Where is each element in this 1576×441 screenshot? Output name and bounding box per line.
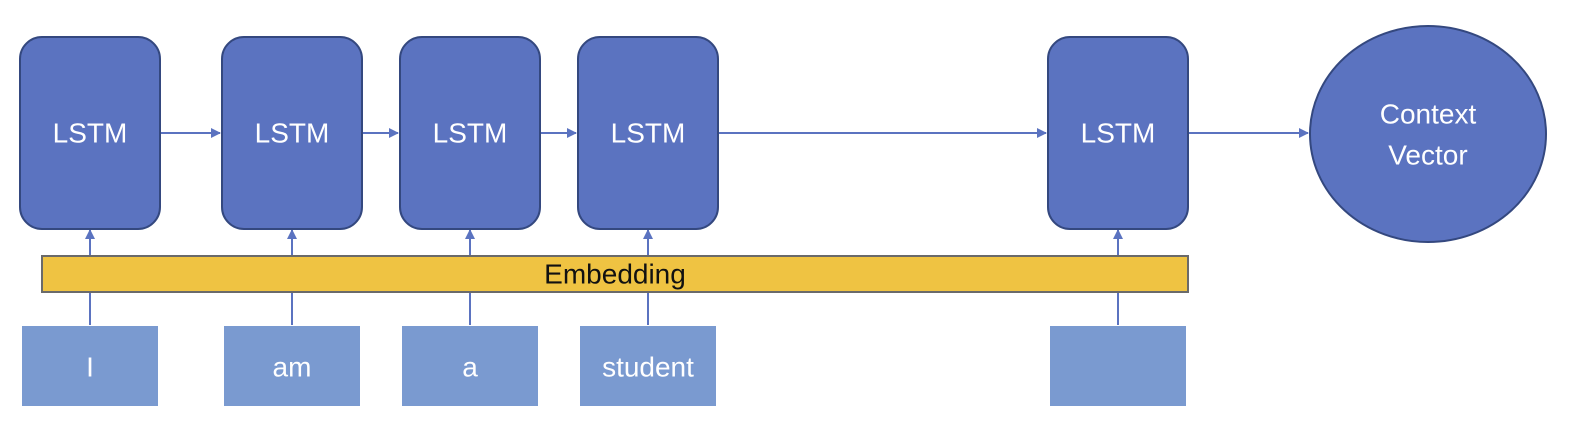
context-vector: Context Vector [1309,25,1547,243]
lstm-cell-1-label: LSTM [53,118,128,149]
lstm-cell-5: LSTM [1047,36,1189,230]
token-3-box [402,326,538,406]
lstm-cell-2-label: LSTM [255,118,330,149]
lstm-cell-1-box [19,36,161,230]
lstm-cell-5-box [1047,36,1189,230]
token-5-box [1050,326,1186,406]
token-1-label: I [86,352,94,383]
context-vector-circle [1309,25,1547,243]
lstm-cell-3-label: LSTM [433,118,508,149]
token-3-label: a [462,352,478,383]
context-vector-label-line2: Vector [1388,140,1467,171]
lstm-cell-3: LSTM [399,36,541,230]
embedding-layer: Embedding [41,255,1189,293]
lstm-cell-4-box [577,36,719,230]
token-4: student [580,326,716,406]
lstm-cell-4: LSTM [577,36,719,230]
input-tokens: I am a student [22,326,1186,406]
embedding-label: Embedding [544,259,686,290]
lstm-cell-5-label: LSTM [1081,118,1156,149]
token-1: I [22,326,158,406]
lstm-cell-2: LSTM [221,36,363,230]
embedding-bar [41,255,1189,293]
token-4-box [580,326,716,406]
lstm-cells: LSTM LSTM LSTM LSTM LSTM [19,36,1189,230]
lstm-cell-1: LSTM [19,36,161,230]
token-5 [1050,326,1186,406]
context-vector-label-line1: Context [1380,99,1477,130]
token-2-label: am [273,352,312,383]
token-1-box [22,326,158,406]
lstm-cell-2-box [221,36,363,230]
token-2-box [224,326,360,406]
token-4-label: student [602,352,694,383]
token-2: am [224,326,360,406]
lstm-cell-4-label: LSTM [611,118,686,149]
token-3: a [402,326,538,406]
lstm-cell-3-box [399,36,541,230]
